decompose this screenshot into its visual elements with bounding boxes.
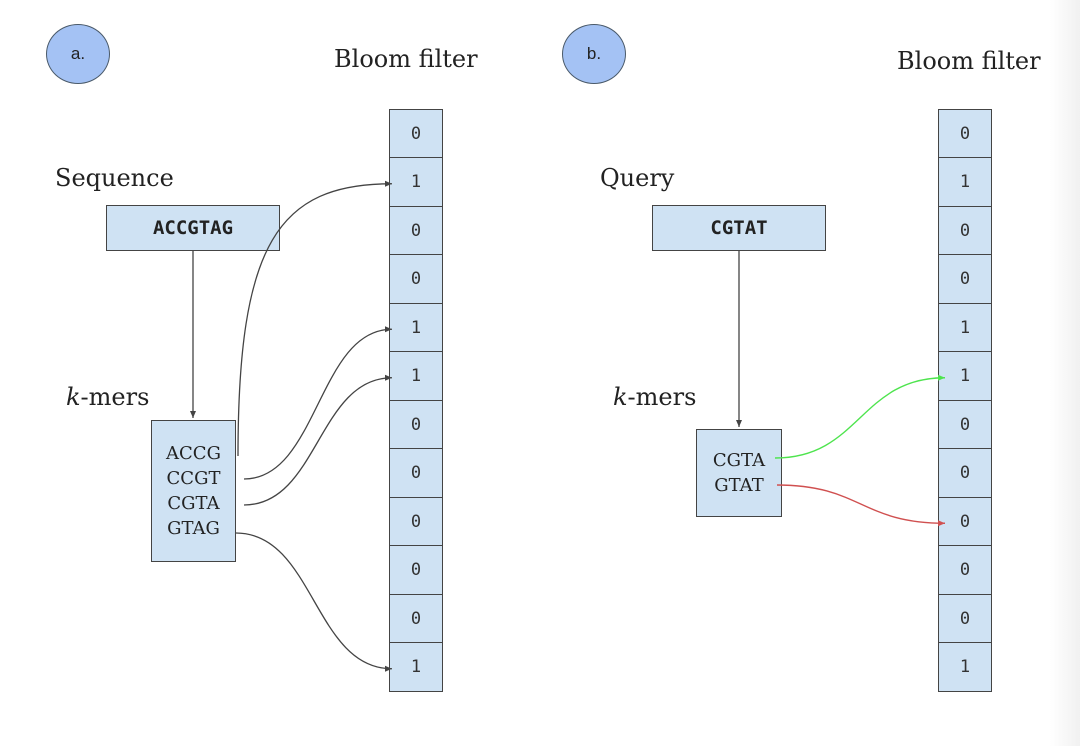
kmer: ACCG [166, 443, 221, 464]
bloom-b-bit-6: 0 [938, 399, 992, 450]
bloom-b-bit-7: 0 [938, 448, 992, 498]
kmer: GTAT [714, 475, 764, 496]
bloom-a-bit-8: 0 [389, 496, 443, 547]
panel-b-kmers-box: CGTA GTAT [696, 429, 782, 517]
panel-a-kmers-box: ACCG CCGT CGTA GTAG [151, 420, 236, 562]
panel-a-badge-label: a. [70, 44, 86, 63]
bloom-a-bit-3: 0 [389, 254, 443, 304]
panel-a-sequence-label: Sequence [55, 164, 174, 192]
panel-b-mapping-cgta-hit [774, 374, 946, 459]
bloom-a-bit-6: 0 [389, 399, 443, 450]
bloom-a-bit-7: 0 [389, 448, 443, 498]
kmer: GTAG [167, 518, 220, 539]
kmer: CGTA [167, 493, 220, 514]
k-italic: k [66, 383, 81, 411]
panel-a-mapping-ccgt [243, 326, 393, 480]
bloom-b-bit-11: 1 [938, 642, 992, 692]
panel-a-badge: a. [46, 24, 110, 84]
bloom-a-bit-4: 1 [389, 302, 443, 353]
panel-b-mapping-gtat-miss [776, 484, 946, 527]
panel-b-kmers-label: k-mers [613, 383, 696, 411]
bloom-a-bit-10: 0 [389, 593, 443, 644]
bloom-b-bit-10: 0 [938, 593, 992, 644]
k-italic: k [613, 383, 628, 411]
panel-b-badge-label: b. [586, 44, 602, 63]
bloom-b-bit-5: 1 [938, 351, 992, 401]
bloom-b-bit-2: 0 [938, 205, 992, 256]
mers-text: -mers [80, 383, 150, 411]
panel-a-sequence-value: ACCGTAG [152, 217, 234, 239]
panel-b-query-label: Query [600, 164, 675, 192]
panel-a-bloom-title: Bloom filter [334, 45, 478, 73]
page-edge-shadow [1050, 0, 1080, 746]
panel-b-query-box: CGTAT [652, 205, 826, 251]
bloom-a-bit-2: 0 [389, 205, 443, 256]
bloom-b-bit-4: 1 [938, 302, 992, 353]
mers-text: -mers [627, 383, 697, 411]
panel-a-mapping-accg [237, 180, 393, 457]
panel-b-bloom-title: Bloom filter [897, 47, 1041, 75]
bloom-b-bit-9: 0 [938, 545, 992, 595]
panel-a-mapping-gtag [235, 532, 393, 672]
bloom-a-bit-0: 0 [389, 108, 443, 159]
panel-b-query-value: CGTAT [710, 217, 768, 239]
panel-a-kmers-label: k-mers [66, 383, 149, 411]
panel-a-sequence-box: ACCGTAG [106, 205, 280, 251]
panel-a-mapping-cgta [243, 374, 393, 506]
kmer: CCGT [166, 468, 221, 489]
kmer: CGTA [712, 450, 766, 471]
bloom-a-bit-9: 0 [389, 545, 443, 595]
panel-b-badge: b. [562, 24, 626, 84]
